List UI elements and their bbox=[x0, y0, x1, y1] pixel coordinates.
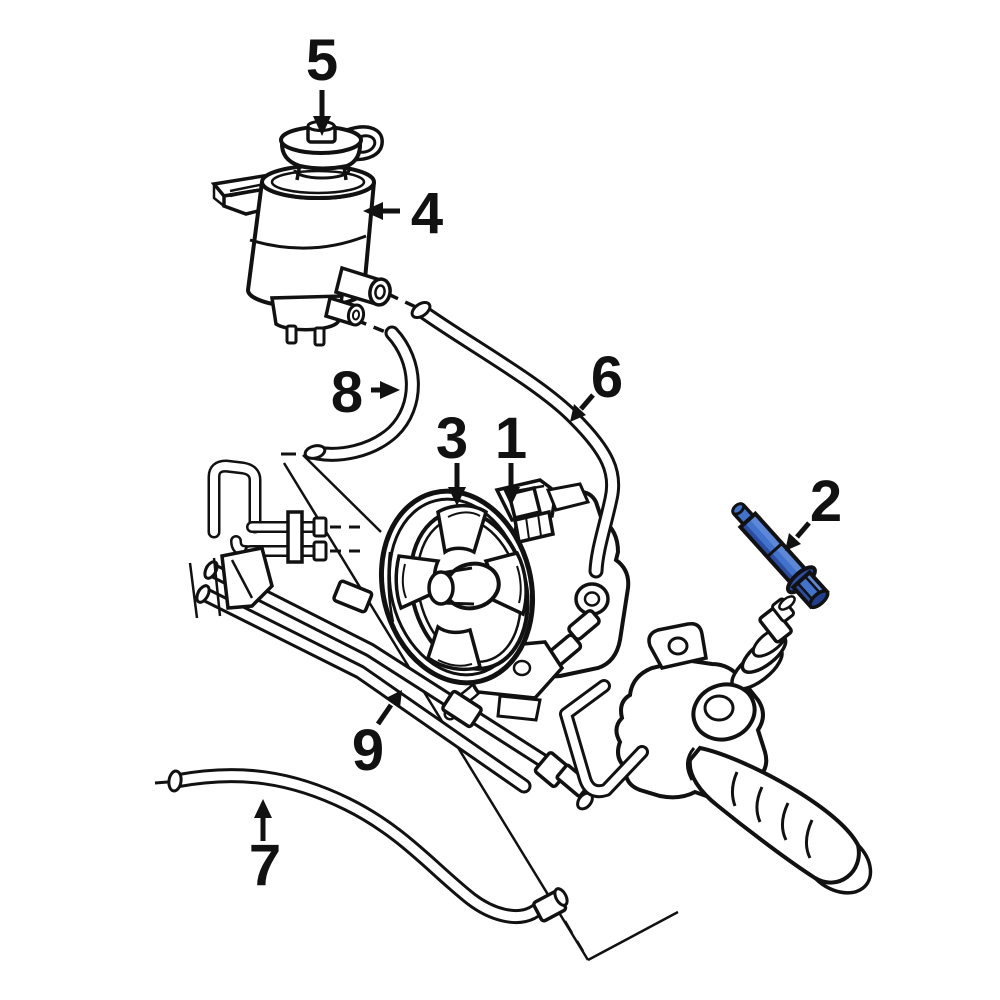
pulley-shaft bbox=[427, 570, 455, 606]
outlet-port bbox=[574, 582, 610, 616]
callout-1: 1 bbox=[495, 406, 527, 506]
reservoir-part-4 bbox=[210, 120, 392, 347]
callout-1-number: 1 bbox=[495, 406, 527, 471]
callout-9-arrow bbox=[375, 703, 394, 726]
callout-9-number: 9 bbox=[352, 718, 384, 783]
inlet-elbow bbox=[506, 485, 543, 521]
callout-6-arrow bbox=[579, 393, 595, 411]
detail-boundary-lines bbox=[282, 454, 679, 962]
pulley-spoke-windows bbox=[394, 503, 528, 671]
callout-8-number: 8 bbox=[331, 360, 363, 425]
boundary-line-right bbox=[587, 910, 679, 962]
gear-boot bbox=[686, 745, 873, 895]
callout-3: 3 bbox=[436, 406, 468, 506]
cooler-lines bbox=[188, 459, 328, 619]
boundary-line-left bbox=[282, 462, 590, 961]
callout-7-number: 7 bbox=[249, 833, 281, 898]
callout-5-number: 5 bbox=[306, 28, 338, 93]
boundary-line-parallel bbox=[302, 454, 382, 533]
callout-8: 8 bbox=[331, 360, 400, 425]
callout-2-arrow bbox=[795, 521, 811, 539]
return-hose-part-6 bbox=[410, 300, 621, 579]
gear-hydraulic-tube bbox=[559, 679, 649, 799]
gear-mount-ear bbox=[647, 621, 708, 670]
callout-6-number: 6 bbox=[591, 345, 623, 410]
return-hose-part-7 bbox=[154, 768, 585, 952]
tube-coupler bbox=[332, 579, 374, 614]
callout-5: 5 bbox=[306, 28, 338, 136]
callout-6: 6 bbox=[570, 345, 623, 422]
mounting-bolt-part-2 bbox=[731, 502, 830, 610]
callout-7: 7 bbox=[249, 799, 281, 898]
steering-gear bbox=[559, 595, 873, 895]
callout-9: 9 bbox=[352, 690, 402, 783]
callout-4-number: 4 bbox=[411, 181, 443, 246]
pump-pulley-part-3 bbox=[378, 488, 536, 686]
callout-2: 2 bbox=[785, 469, 842, 551]
tube-coupler bbox=[441, 689, 483, 729]
gear-input-shaft bbox=[730, 595, 796, 691]
reservoir-cap-part-5 bbox=[279, 120, 384, 171]
callout-4: 4 bbox=[363, 181, 443, 246]
supply-hose-part-8 bbox=[303, 325, 420, 462]
callout-2-number: 2 bbox=[810, 469, 842, 534]
reservoir-ports bbox=[323, 265, 392, 327]
steel-tube-part-9 bbox=[195, 560, 594, 811]
cooler-bracket bbox=[286, 510, 304, 564]
callouts: 5 4 8 6 3 1 2 bbox=[249, 28, 842, 898]
callout-3-number: 3 bbox=[436, 406, 468, 471]
